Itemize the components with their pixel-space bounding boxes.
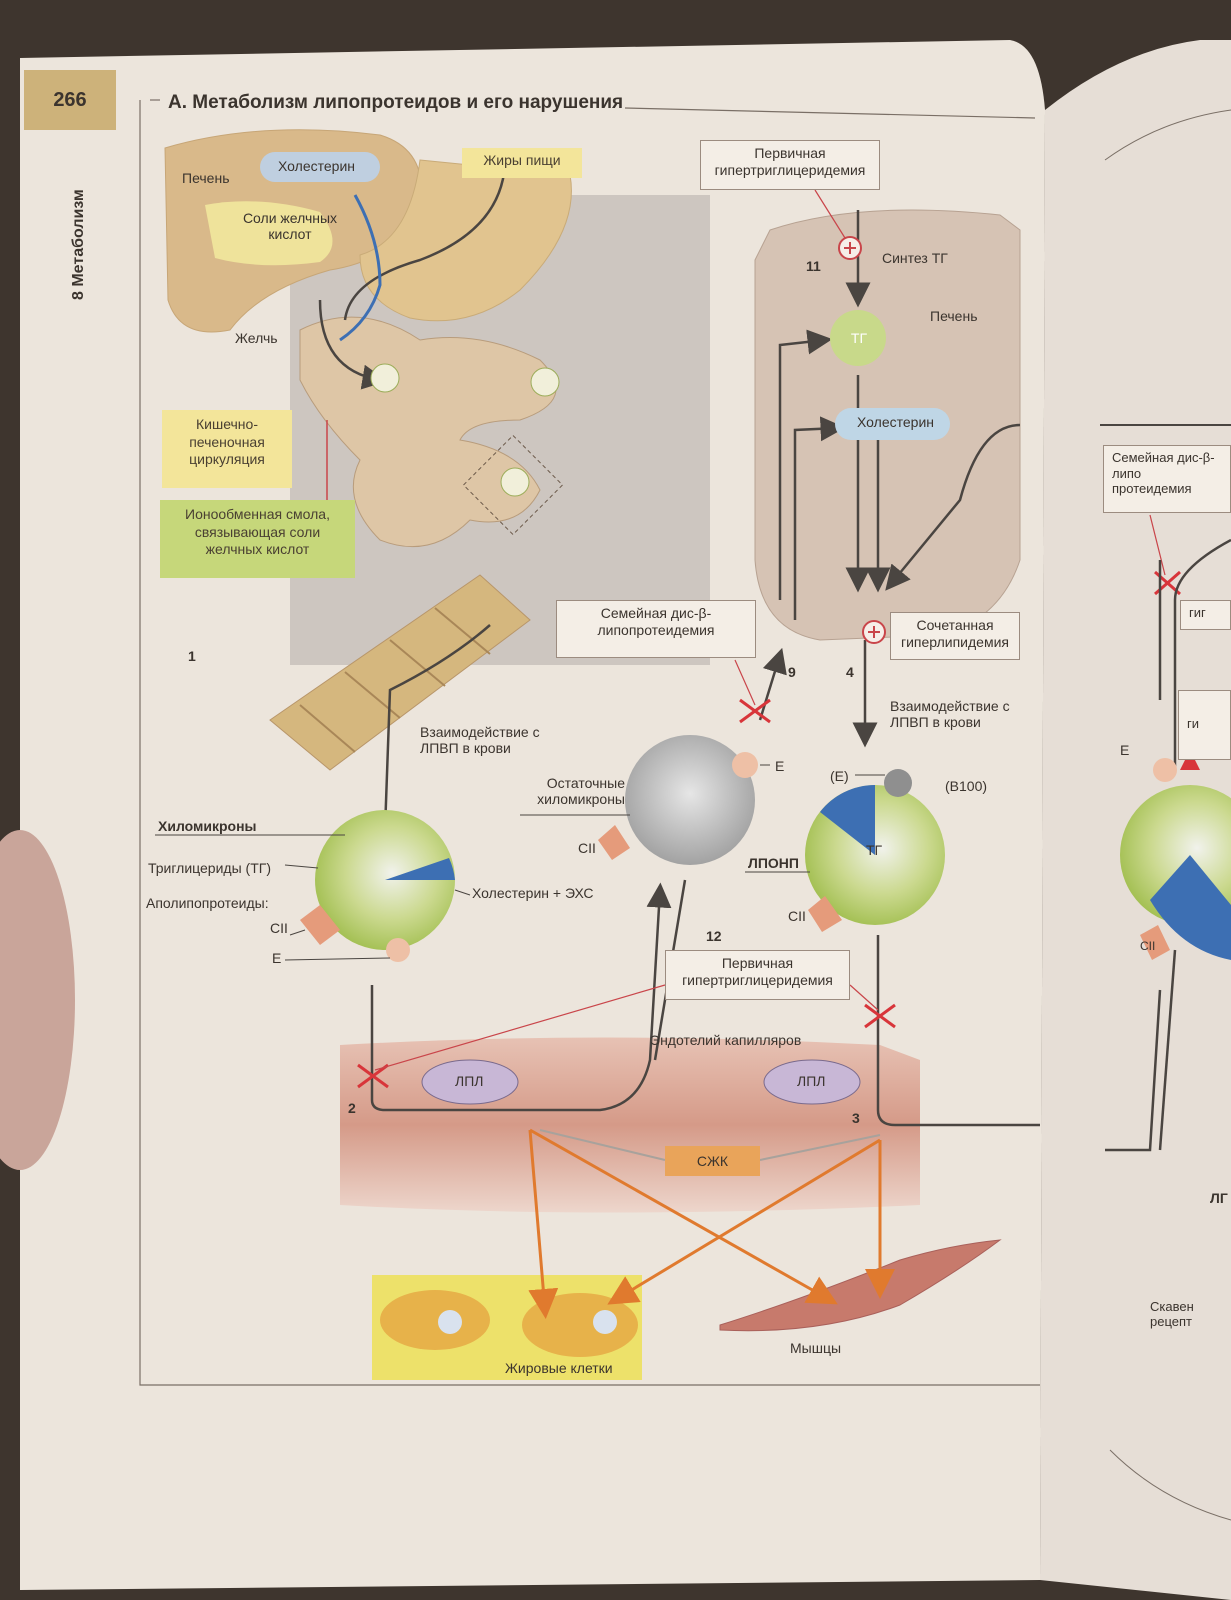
step-number-12: 12 (706, 928, 722, 944)
resin-box: Ионообменная смола, связывающая соли жел… (160, 500, 355, 578)
page-title: А. Метаболизм липопротеидов и его наруше… (168, 92, 624, 113)
bile-salt-arrow (339, 194, 382, 342)
hdl-interaction-left: Взаимодействие с ЛПВП в крови (420, 724, 540, 757)
primary-htg-box-top: Первичная гипертриглицеридемия (700, 140, 880, 190)
droplet (500, 467, 530, 497)
tg-label: ТГ (850, 330, 868, 346)
next-box-2: ги (1178, 690, 1231, 760)
cholesterol-label: Холестерин (278, 158, 355, 174)
liver-label: Печень (182, 170, 230, 186)
endothelium-label: Эндотелий капилляров (650, 1032, 802, 1048)
dietary-fats-label: Жиры пищи (462, 148, 582, 178)
bile-salts-label: Соли желчных кислот (242, 210, 338, 243)
ffa-box: СЖК (665, 1146, 760, 1176)
callout-lines (374, 189, 1166, 1071)
cholesterol-ehs-label: Холестерин + ЭХС (472, 885, 594, 901)
fat-droplet (438, 1310, 462, 1334)
droplet (370, 363, 400, 393)
vldl-cii-shape (808, 896, 842, 932)
remnant-cii-shape (598, 825, 630, 860)
zoom-frame (462, 434, 564, 536)
next-lp-label: ЛГ (1210, 1190, 1228, 1206)
lymph-vessel (269, 574, 531, 771)
apolipoproteins-label: Аполипопротеиды: (146, 895, 269, 911)
primary-htg-box: Первичная гипертриглицеридемия (665, 950, 850, 1000)
page-number: 266 (24, 70, 116, 130)
thumb-shadow (0, 830, 75, 1170)
title-rule (624, 107, 1036, 119)
stomach-shape (359, 159, 572, 322)
vldl-label: ЛПОНП (748, 855, 799, 871)
vldl-sphere (805, 785, 945, 925)
chylomicrons-label: Хиломикроны (158, 818, 257, 834)
lpl-left-shape (421, 1059, 519, 1105)
remnant-e-label: E (775, 758, 785, 774)
tg-synthesis-label: Синтез ТГ (882, 250, 948, 266)
plus-marks (838, 236, 886, 644)
remnant-e-shape (732, 752, 758, 778)
droplet (530, 367, 560, 397)
step-number-4: 4 (846, 664, 854, 680)
fat-cells-label: Жировые клетки (505, 1360, 613, 1376)
enterohepatic-box: Кишечно-печеночная циркуляция (162, 410, 292, 488)
section-label: 8 Метаболизм (70, 189, 87, 300)
hdl-interaction-right: Взаимодействие с ЛПВП в крови (890, 698, 1010, 731)
familial-dysbeta-box: Семейная дис-β-липопротеидемия (556, 600, 756, 658)
vldl-e-label: (E) (830, 768, 849, 784)
vldl-tg-label: ТГ (866, 842, 883, 858)
step-number-9: 9 (788, 664, 796, 680)
apo-e-shape (386, 938, 410, 962)
frame-line (139, 100, 1040, 1386)
leader-lines (155, 764, 885, 961)
step-number-11: 11 (806, 258, 821, 274)
next-familial-box: Семейная дис-β-липо протеидемия (1103, 445, 1231, 513)
next-cii-label: CII (1140, 939, 1156, 953)
cholesterol-top-pill (260, 152, 380, 182)
next-page-fragment (1100, 109, 1231, 1521)
liver-right-label: Печень (930, 308, 978, 324)
combined-hyperlipidemia-box: Сочетанная гиперлипидемия (890, 612, 1020, 660)
triglycerides-label: Триглицериды (ТГ) (148, 860, 271, 876)
apo-cii-shape (300, 905, 340, 945)
vldl-b100-shape (884, 769, 912, 797)
next-e-label: E (1120, 742, 1130, 758)
vldl-cii-label: CII (788, 908, 806, 924)
step-number-2: 2 (348, 1100, 356, 1116)
gallbladder-shape (205, 201, 333, 266)
fat-cell (380, 1290, 490, 1350)
lpl-right-label: ЛПЛ (797, 1073, 826, 1089)
ffa-arrows (528, 1128, 895, 1319)
cholesterol-pill (835, 408, 950, 440)
lpl-left-label: ЛПЛ (455, 1073, 484, 1089)
chylomicron-sphere (315, 810, 455, 950)
lpl-right-shape (763, 1059, 861, 1105)
vldl-b100-label: (B100) (945, 778, 988, 794)
step-number-1: 1 (188, 648, 196, 664)
remnant-cii-label: CII (578, 840, 596, 856)
next-scav-label: Скавен рецепт (1150, 1299, 1194, 1329)
muscles-label: Мышцы (790, 1340, 842, 1356)
tg-circle (830, 310, 886, 366)
fat-cell (522, 1293, 638, 1357)
remnant-sphere (625, 735, 755, 865)
ffa-connectors (539, 1129, 881, 1161)
apo-e-label: E (272, 950, 282, 966)
bile-label: Желчь (235, 330, 278, 346)
remnant-label: Остаточные хиломикроны (537, 775, 625, 808)
step-number-3: 3 (852, 1110, 860, 1126)
next-box-1: гиг (1180, 600, 1231, 630)
apo-cii-label: CII (270, 920, 288, 936)
fat-droplet (593, 1310, 617, 1334)
cholesterol-right-label: Холестерин (857, 414, 934, 430)
